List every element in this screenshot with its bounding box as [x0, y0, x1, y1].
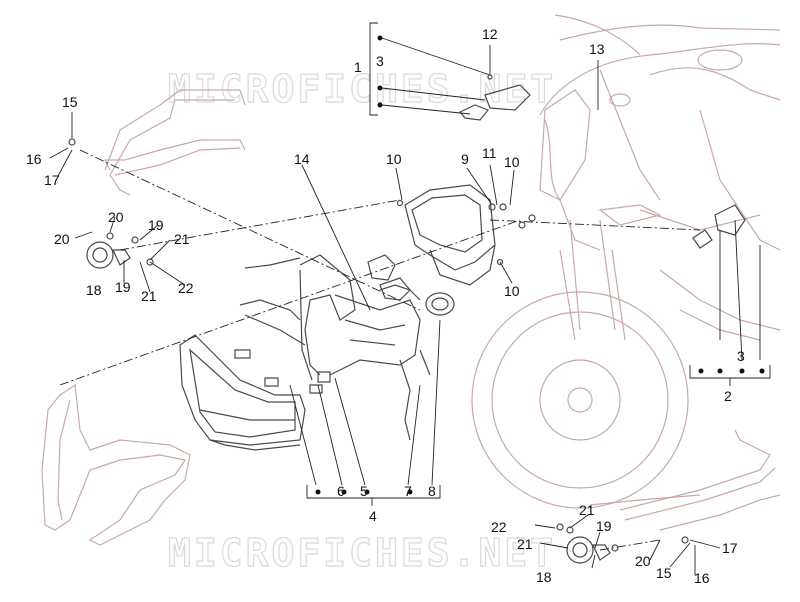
callout-17: 17: [722, 540, 738, 556]
callout-17: 17: [44, 172, 60, 188]
group-bracket-4: [306, 485, 441, 506]
fasteners: [68, 74, 689, 552]
callout-21: 21: [174, 231, 190, 247]
callout-10: 10: [504, 154, 520, 170]
callout-7: 7: [404, 483, 412, 499]
group-bracket-1: [369, 22, 378, 116]
callout-20: 20: [54, 231, 70, 247]
upper-bracket: [104, 89, 246, 196]
callout-18: 18: [536, 569, 552, 585]
callout-22: 22: [178, 280, 194, 296]
callout-4: 4: [369, 508, 377, 524]
callout-1: 1: [354, 59, 362, 75]
headlight-support: [234, 254, 455, 441]
front-fairing: [41, 383, 191, 546]
group-bracket-2: [689, 365, 771, 386]
callout-15: 15: [62, 94, 78, 110]
callout-10: 10: [386, 151, 402, 167]
callout-5: 5: [360, 483, 368, 499]
horn-right: [566, 536, 611, 564]
bullet-dots: [315, 35, 765, 495]
callout-11: 11: [482, 145, 497, 161]
callout-14: 14: [294, 151, 310, 167]
callout-13: 13: [589, 41, 605, 57]
callout-20: 20: [108, 209, 124, 225]
callout-19: 19: [115, 279, 131, 295]
callout-12: 12: [482, 26, 498, 42]
callout-3: 3: [737, 348, 745, 364]
callout-6: 6: [337, 483, 345, 499]
callout-19: 19: [148, 217, 164, 233]
callout-16: 16: [694, 570, 710, 586]
callout-21: 21: [141, 288, 157, 304]
callout-16: 16: [26, 151, 42, 167]
callout-18: 18: [86, 282, 102, 298]
callout-15: 15: [656, 565, 672, 581]
motorcycle-outline: [471, 14, 781, 509]
callout-21: 21: [579, 502, 595, 518]
callout-2: 2: [724, 388, 732, 404]
callout-20: 20: [635, 553, 651, 569]
turn-signals: [459, 84, 746, 249]
leader-lines: [49, 37, 761, 575]
callout-19: 19: [596, 518, 612, 534]
watermark-top: MICROFICHES.NET: [168, 67, 556, 111]
headlight-assembly: [179, 334, 306, 451]
assembly-lines: [59, 149, 701, 551]
callout-10: 10: [504, 283, 520, 299]
callout-22: 22: [491, 519, 507, 535]
callout-21: 21: [517, 536, 533, 552]
lower-bracket: [589, 429, 781, 531]
instrument-cluster: [404, 184, 496, 286]
callout-9: 9: [461, 151, 469, 167]
callout-3: 3: [376, 53, 384, 69]
callout-8: 8: [428, 483, 436, 499]
callout-labels: 1 2 3 3 4 5 6 7 8 9 10 10 10 11 12 13 14…: [26, 26, 745, 586]
watermark-bottom: MICROFICHES.NET: [168, 531, 556, 575]
